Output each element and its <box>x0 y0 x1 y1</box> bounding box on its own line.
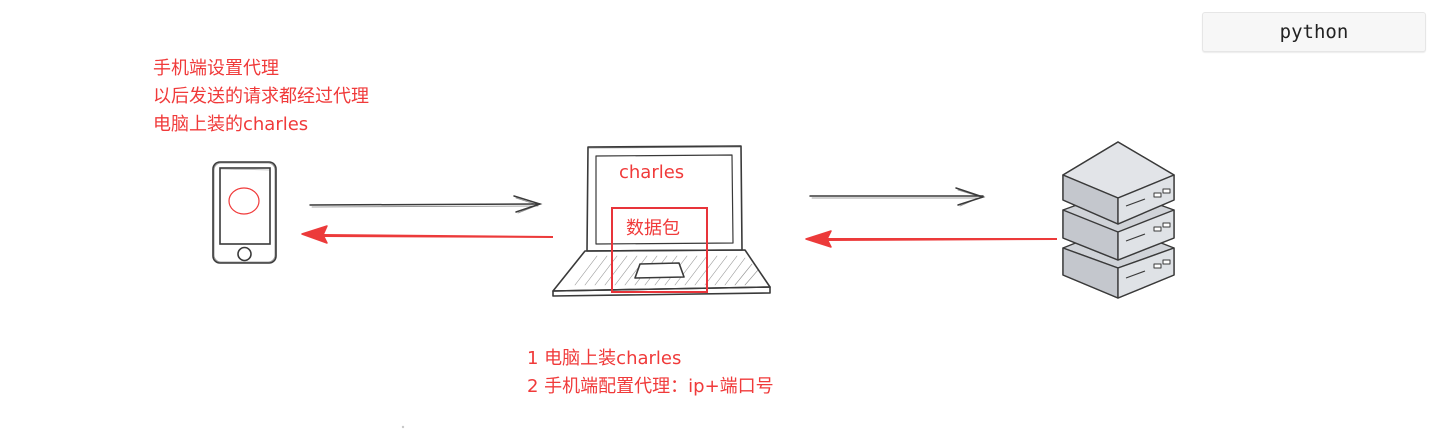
server-icon <box>1062 141 1175 299</box>
steps-note: 1 电脑上装charles 2 手机端配置代理：ip+端口号 <box>527 345 774 401</box>
packet-label: 数据包 <box>626 218 680 239</box>
response-arrow-laptop-to-phone <box>301 225 553 244</box>
phone-icon <box>212 161 277 264</box>
response-arrow-server-to-laptop <box>805 230 1057 248</box>
step-1: 1 电脑上装charles <box>527 348 682 369</box>
request-arrow-laptop-to-server <box>809 187 986 207</box>
proxy-note-line-2: 以后发送的请求都经过代理 <box>153 86 369 107</box>
proxy-note: 手机端设置代理 以后发送的请求都经过代理 电脑上装的charles <box>153 55 369 139</box>
laptop-icon <box>552 145 771 297</box>
proxy-note-line-3: 电脑上装的charles <box>153 114 309 135</box>
code-language-button[interactable]: python <box>1202 12 1426 52</box>
packet-highlight-box <box>611 207 708 293</box>
proxy-note-line-1: 手机端设置代理 <box>153 58 279 79</box>
request-arrow-phone-to-laptop <box>309 195 543 214</box>
step-2: 2 手机端配置代理：ip+端口号 <box>527 376 774 397</box>
stray-dot <box>401 425 405 429</box>
laptop-screen-label: charles <box>619 162 684 183</box>
